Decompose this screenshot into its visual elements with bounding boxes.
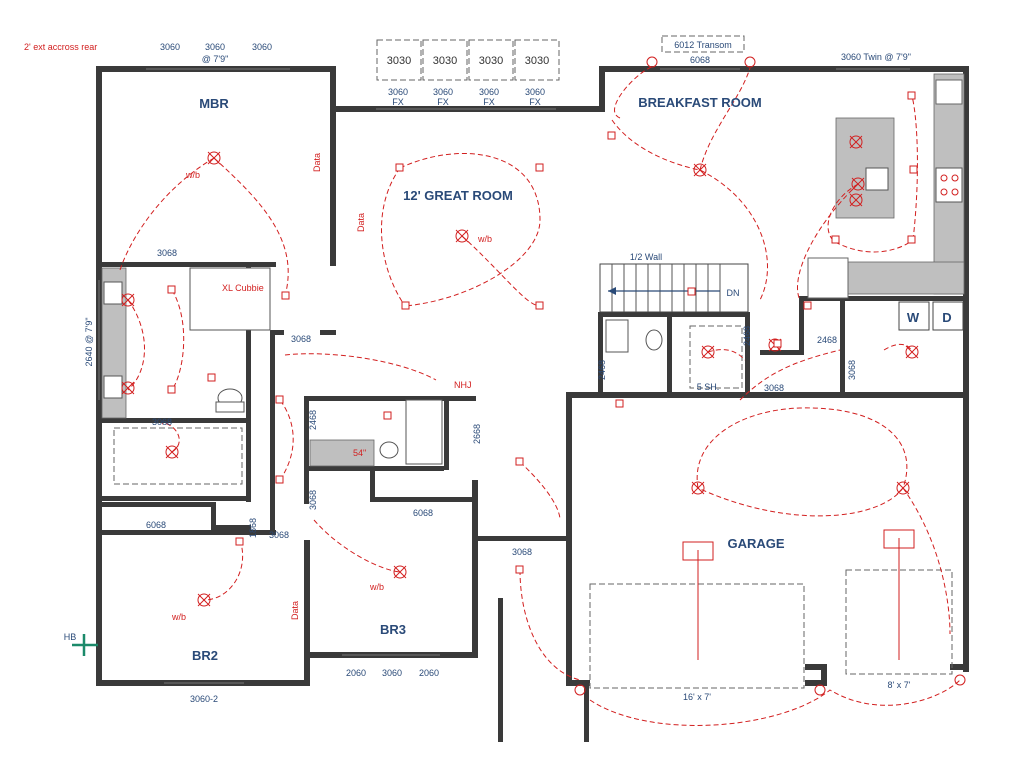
window-label: 6012 Transom (674, 40, 732, 50)
door-label: 3068 (152, 417, 172, 427)
room-labels: MBR 12' GREAT ROOM BREAKFAST ROOM GARAGE… (192, 95, 785, 663)
dryer (932, 301, 964, 331)
door-label: 2468 (597, 360, 607, 380)
window-label: FX (529, 97, 541, 107)
fixtures (72, 35, 965, 689)
window-label: 3060 (388, 87, 408, 97)
window-label: 3030 (433, 55, 457, 67)
data-jack-label: Data (356, 213, 366, 232)
electrical-labels: Data Data Data w/b w/b w/b w/b (171, 153, 492, 622)
room-label-garage: GARAGE (727, 536, 784, 551)
garage-door-16 (589, 583, 805, 689)
notes: 2' ext accross rear XL Cubbie 1/2 Wall D… (24, 42, 952, 702)
door-label: 3068 (847, 360, 857, 380)
room-label-br3: BR3 (380, 622, 406, 637)
window-label: 3030 (525, 55, 549, 67)
note-stair-dn: DN (727, 288, 740, 298)
window-label: FX (437, 97, 449, 107)
door-label: 2468 (308, 410, 318, 430)
window-label: 2060 (346, 668, 366, 678)
data-jack-label: Data (290, 601, 300, 620)
washer-tag: W (907, 310, 920, 325)
door-label: 2668 (472, 424, 482, 444)
door-label: 6068 (413, 508, 433, 518)
door-label: 2468 (742, 326, 752, 346)
window-label: 3060 (479, 87, 499, 97)
room-label-mbr: MBR (199, 96, 229, 111)
window-labels: 3060 3060 @ 7'9" 3060 3030 3030 3030 303… (84, 40, 911, 704)
door-label: 3068 (157, 248, 177, 258)
wb-label: w/b (477, 234, 492, 244)
window-label: 3030 (479, 55, 503, 67)
garage-door-8-size: 8' x 7' (888, 680, 911, 690)
room-label-breakfast: BREAKFAST ROOM (638, 95, 762, 110)
dryer-tag: D (942, 310, 951, 325)
door-label: 2468 (817, 335, 837, 345)
door-label: 3068 (269, 530, 289, 540)
note-half-wall: 1/2 Wall (630, 252, 662, 262)
stair (599, 263, 749, 313)
window-label: 3060-2 (190, 694, 218, 704)
window-label: 3060 (433, 87, 453, 97)
note-hb: HB (64, 632, 77, 642)
door-label: 3068 (308, 490, 318, 510)
electrical-wiring (119, 65, 961, 726)
window-label: 3030 (387, 55, 411, 67)
window-label: 3060 (252, 42, 272, 52)
window-label: 3060 (525, 87, 545, 97)
window-label: 2060 (419, 668, 439, 678)
door-label: 3068 (291, 334, 311, 344)
window-label: 3060 (160, 42, 180, 52)
door-label: 6068 (146, 520, 166, 530)
window-label: 3060 (382, 668, 402, 678)
window-label: FX (392, 97, 404, 107)
wb-label: w/b (171, 612, 186, 622)
room-label-great-room: 12' GREAT ROOM (403, 188, 513, 203)
door-label: 3068 (512, 547, 532, 557)
door-label: 3068 (764, 383, 784, 393)
bathtub (405, 399, 443, 465)
window-label: FX (483, 97, 495, 107)
garage-door-8 (845, 569, 953, 675)
window-label: 6068 (690, 55, 710, 65)
door-labels: 3068 3068 3068 6068 1868 3068 2468 3068 … (146, 248, 857, 557)
note-54: 54" (353, 448, 366, 458)
garage-door-16-size: 16' x 7' (683, 692, 711, 702)
wb-label: w/b (369, 582, 384, 592)
washer (898, 301, 930, 331)
note-ext-rear: 2' ext accross rear (24, 42, 97, 52)
hose-bib-marker (72, 634, 98, 656)
shower (189, 267, 271, 331)
electrical-symbols (121, 56, 966, 696)
window-label: 3060 Twin @ 7'9" (841, 52, 911, 62)
window-label: 2640 @ 7'9" (84, 317, 94, 366)
wb-label: w/b (185, 170, 200, 180)
note-five-sh: 5 SH. (697, 382, 720, 392)
note-xl-cubbie: XL Cubbie (222, 283, 264, 293)
note-nhj: NHJ (454, 380, 472, 390)
window-label: @ 7'9" (202, 54, 229, 64)
door-label: 1868 (248, 518, 258, 538)
window-label: 3060 (205, 42, 225, 52)
room-label-br2: BR2 (192, 648, 218, 663)
data-jack-label: Data (312, 153, 322, 172)
